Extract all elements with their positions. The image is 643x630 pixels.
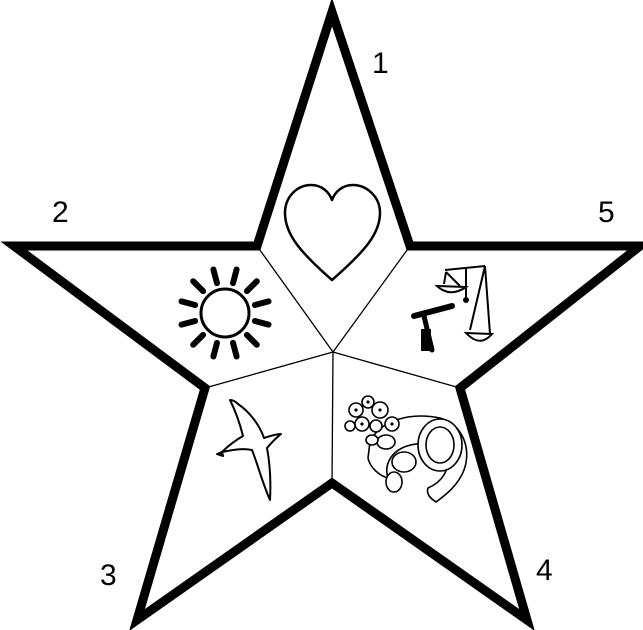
point-number-3: 3 [100,559,117,592]
sun-ray [255,301,269,305]
star-outline [14,12,640,620]
sun-ray [213,270,217,284]
sun-ray [213,343,217,357]
point-number-1: 1 [372,47,389,80]
point-number-2: 2 [52,196,69,229]
sun-ray [233,343,237,357]
point-number-4: 4 [536,554,553,587]
sun-ray [233,270,237,284]
sun-ray [255,321,269,325]
point-number-5: 5 [598,196,615,229]
sun-ray [182,301,196,305]
sun-ray [182,321,196,325]
